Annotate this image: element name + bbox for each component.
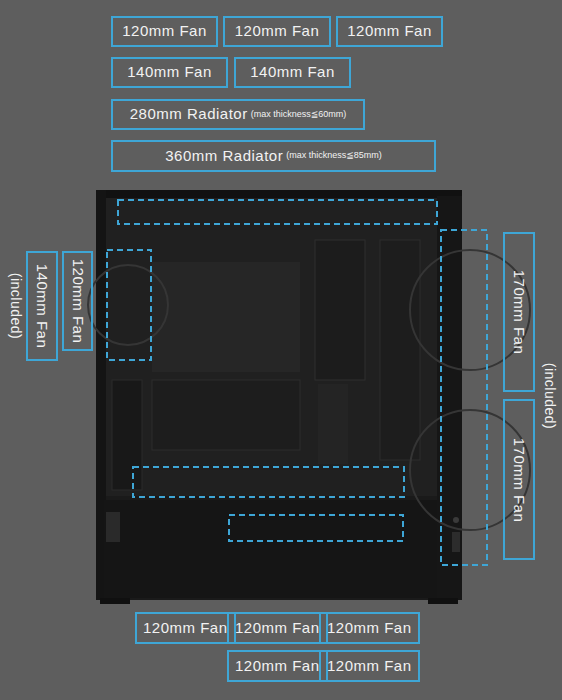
size-text: 120mm Fan [327, 620, 412, 637]
front-fan [410, 250, 530, 370]
top-fan-label: 140mm Fan [111, 57, 228, 88]
size-text: 360mm Radiator [165, 148, 283, 165]
bottom-fan-label: 120mm Fan [319, 612, 420, 644]
size-text: 140mm Fan [250, 64, 335, 81]
rear-fan [88, 265, 168, 345]
top-fan-label: 120mm Fan [336, 16, 443, 47]
front-fan-label: 170mm Fan [503, 399, 535, 560]
note-text: (max thickness≦60mm) [251, 110, 347, 120]
drive-bay [380, 240, 420, 460]
bottom-fan-label: 120mm Fan [227, 612, 328, 644]
fan-outlines [88, 250, 530, 530]
bottom-fan-label: 120mm Fan [227, 650, 328, 682]
front-radiator-label: 360mm Radiator(max thickness≦85mm) [111, 140, 436, 172]
bottom-fan-label: 120mm Fan [135, 612, 236, 644]
note-text: (max thickness≦85mm) [286, 151, 382, 161]
front-fan [410, 410, 530, 530]
size-text: 140mm Fan [127, 64, 212, 81]
top-edge [96, 190, 462, 198]
size-text: 280mm Radiator [130, 106, 248, 123]
case-foot [428, 598, 458, 604]
case-shell [96, 190, 462, 600]
included-note: (included) [541, 363, 556, 429]
size-text: 120mm Fan [122, 23, 207, 40]
front-mount-zone [441, 230, 487, 565]
motherboard-tray [152, 380, 300, 450]
size-text: 120mm Fan [143, 620, 228, 637]
size-text: 140mm Fan [34, 264, 51, 349]
power-button [453, 517, 459, 523]
front-fan-label: 170mm Fan [503, 232, 535, 392]
rear-fan-label: 140mm Fan(included) [26, 251, 58, 361]
note-text: (included) [7, 273, 22, 339]
size-text: 120mm Fan [235, 23, 320, 40]
cable-grommets [315, 240, 365, 380]
size-text: 120mm Fan [347, 23, 432, 40]
main-chamber [104, 196, 438, 496]
size-text: 170mm Fan [511, 270, 528, 355]
size-text: 120mm Fan [69, 259, 86, 344]
psu-shroud [104, 500, 437, 598]
rear-vent [106, 512, 120, 542]
io-ports [452, 532, 460, 552]
case-foot [100, 598, 130, 604]
expansion-slots [112, 380, 142, 490]
size-text: 120mm Fan [327, 658, 412, 675]
psu-mount-zone [229, 515, 403, 541]
top-fan-label: 140mm Fan [234, 57, 351, 88]
bottom-mount-zone [133, 467, 404, 497]
top-mount-zone [118, 200, 437, 224]
top-fan-label: 120mm Fan [111, 16, 218, 47]
cable-cutout [318, 384, 348, 464]
top-fan-label: 120mm Fan [223, 16, 331, 47]
mount-zones [107, 200, 487, 565]
top-radiator-label: 280mm Radiator(max thickness≦60mm) [111, 99, 365, 130]
case-body [96, 190, 462, 604]
size-text: 120mm Fan [235, 658, 320, 675]
cpu-cutout [152, 262, 300, 372]
size-text: 120mm Fan [235, 620, 320, 637]
rear-mount-zone [107, 250, 151, 360]
size-text: 170mm Fan [511, 437, 528, 522]
bottom-fan-label: 120mm Fan [319, 650, 420, 682]
rear-fan-label: 120mm Fan [62, 251, 93, 352]
